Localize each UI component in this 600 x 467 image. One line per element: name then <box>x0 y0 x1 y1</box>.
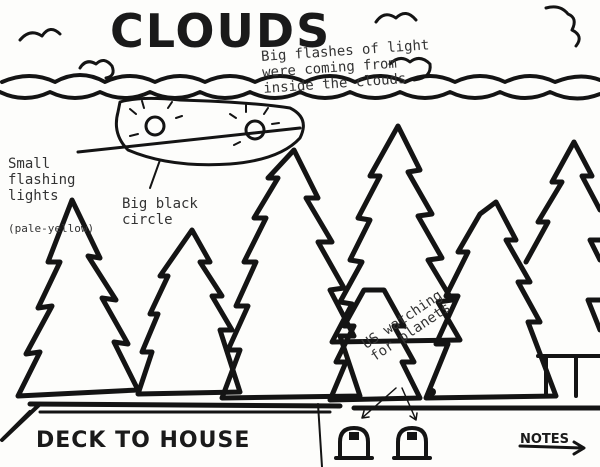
pine-tree <box>423 199 559 401</box>
small-lights-color: (pale-yellow) <box>8 222 95 235</box>
pine-tree <box>15 197 141 399</box>
small-cloud-doodle <box>388 57 432 82</box>
pine-tree <box>523 139 600 333</box>
notes-arrow <box>518 440 586 456</box>
pine-tree <box>135 227 243 397</box>
pine-tree <box>329 123 463 345</box>
big-black-circle <box>76 96 305 189</box>
small-cloud-doodle <box>544 5 581 48</box>
person-figure <box>334 426 374 460</box>
notes-label: NOTES <box>520 432 570 447</box>
person-figure <box>392 426 432 460</box>
cloud-band <box>0 73 600 101</box>
deck-label: DECK TO HOUSE <box>36 428 251 453</box>
page-title: CLOUDS <box>110 4 332 58</box>
small-cloud-doodle <box>18 28 62 42</box>
small-lights-annotation: Small flashing lights (pale-yellow) <box>8 140 118 237</box>
pine-tree <box>219 147 363 401</box>
small-lights-label: Small flashing lights <box>8 156 76 204</box>
small-cloud-doodle <box>78 59 115 80</box>
pine-tree <box>327 287 423 403</box>
annotation-arrow <box>361 387 397 419</box>
deck-line <box>0 401 600 467</box>
dark-spot <box>428 388 436 396</box>
small-cloud-doodle <box>374 12 418 24</box>
house-outline <box>536 354 600 398</box>
annotation-arrow <box>401 387 418 421</box>
black-circle-annotation: Big black circle <box>122 196 198 228</box>
